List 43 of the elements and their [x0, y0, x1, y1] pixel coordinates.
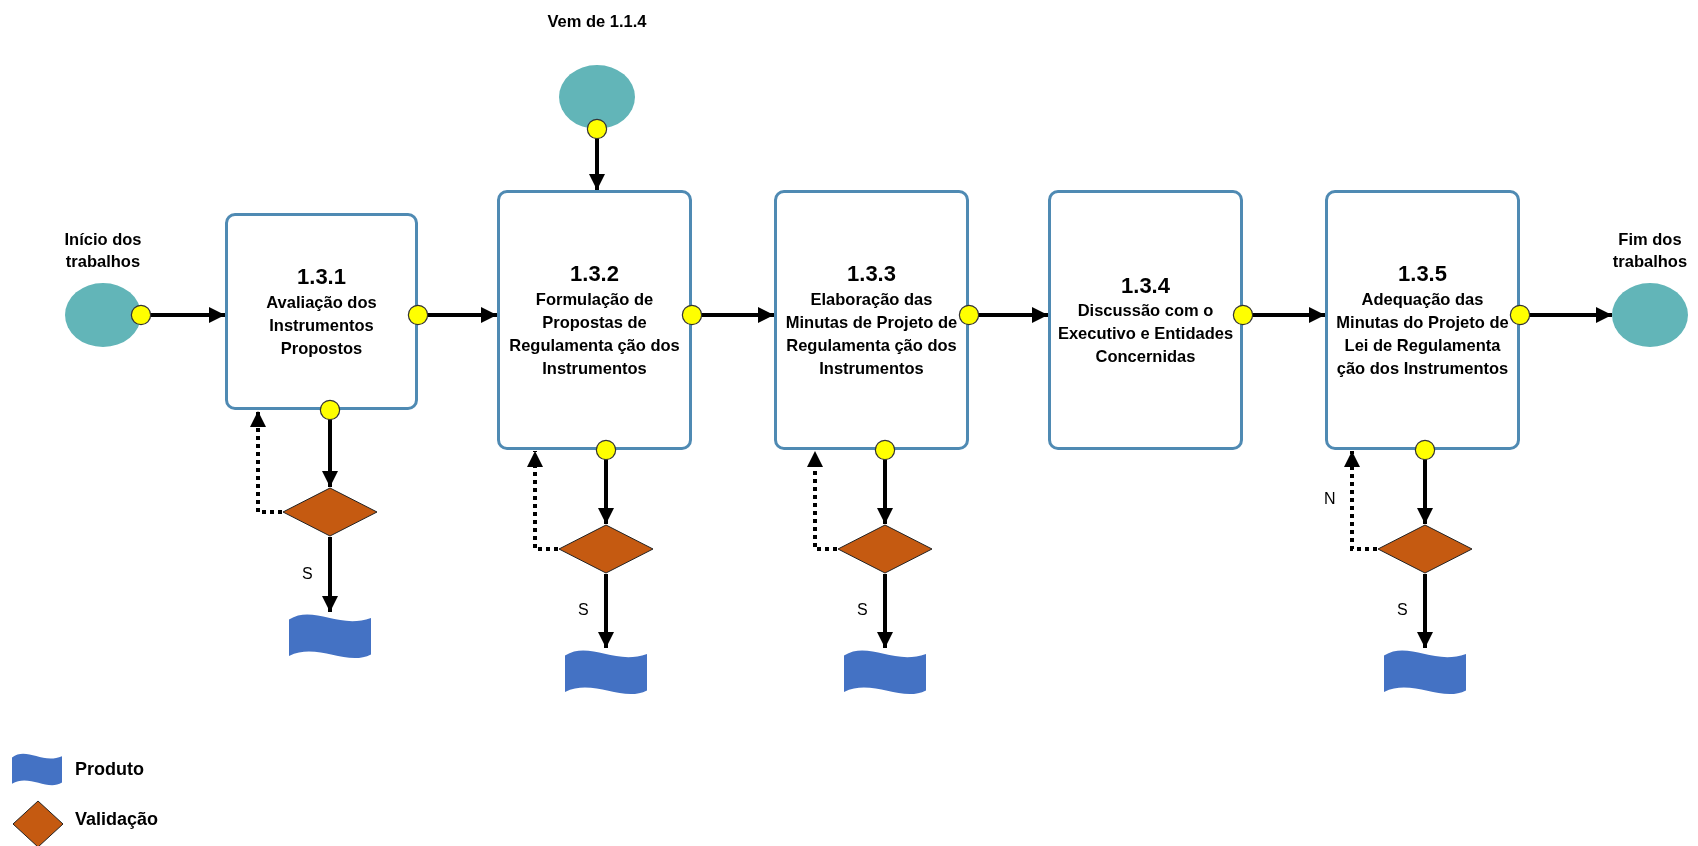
step-number: 1.3.5	[1398, 260, 1447, 288]
validation-diamond	[837, 524, 933, 574]
terminal-label: Vem de 1.1.4	[546, 11, 648, 32]
arrow	[319, 399, 341, 487]
legend-label: Validação	[75, 809, 159, 830]
dashed-arrow	[807, 451, 837, 551]
step-description: Adequação das Minutas do Projeto de Lei de Regulamenta ção dos Instrumentos	[1335, 288, 1510, 379]
process-box	[497, 190, 692, 450]
step-number: 1.3.3	[847, 260, 896, 288]
arrow	[598, 574, 614, 648]
arrow	[681, 304, 774, 326]
step-description: Discussão com o Executivo e Entidades Concernidas	[1057, 300, 1234, 368]
arrow	[407, 304, 497, 326]
validation-diamond	[282, 487, 378, 537]
terminal-label: Início dos trabalhos	[63, 229, 143, 273]
dashed-arrow	[527, 451, 558, 551]
arrow	[1509, 304, 1612, 326]
arrow	[595, 439, 617, 524]
arrow	[958, 304, 1048, 326]
validation-diamond	[1377, 524, 1473, 574]
arrow	[874, 439, 896, 524]
process-box	[225, 213, 418, 410]
dashed-arrow	[1344, 451, 1377, 551]
step-number: 1.3.4	[1121, 271, 1170, 300]
step-number: 1.3.2	[570, 260, 619, 288]
process-box	[1325, 190, 1520, 450]
arrow	[130, 304, 225, 326]
step-description: Avaliação dos Instrumentos Propostos	[265, 291, 378, 359]
step-number: 1.3.1	[297, 263, 346, 291]
legend-label: Produto	[75, 759, 144, 780]
step-description: Formulação de Propostas de Regulamenta ção dos Instrumentos	[508, 288, 681, 379]
process-box	[774, 190, 969, 450]
terminal-label: Fim dos trabalhos	[1611, 229, 1689, 273]
arrow	[1232, 304, 1325, 326]
arrow	[322, 537, 338, 612]
arrow	[1414, 439, 1436, 524]
dashed-arrow	[250, 411, 282, 514]
step-description: Elaboração das Minutas de Projeto de Regulamenta ção dos Instrumentos	[784, 288, 959, 379]
process-box	[1048, 190, 1243, 450]
arrow	[1417, 574, 1433, 648]
validation-diamond	[558, 524, 654, 574]
arrow	[877, 574, 893, 648]
arrow	[586, 118, 608, 190]
